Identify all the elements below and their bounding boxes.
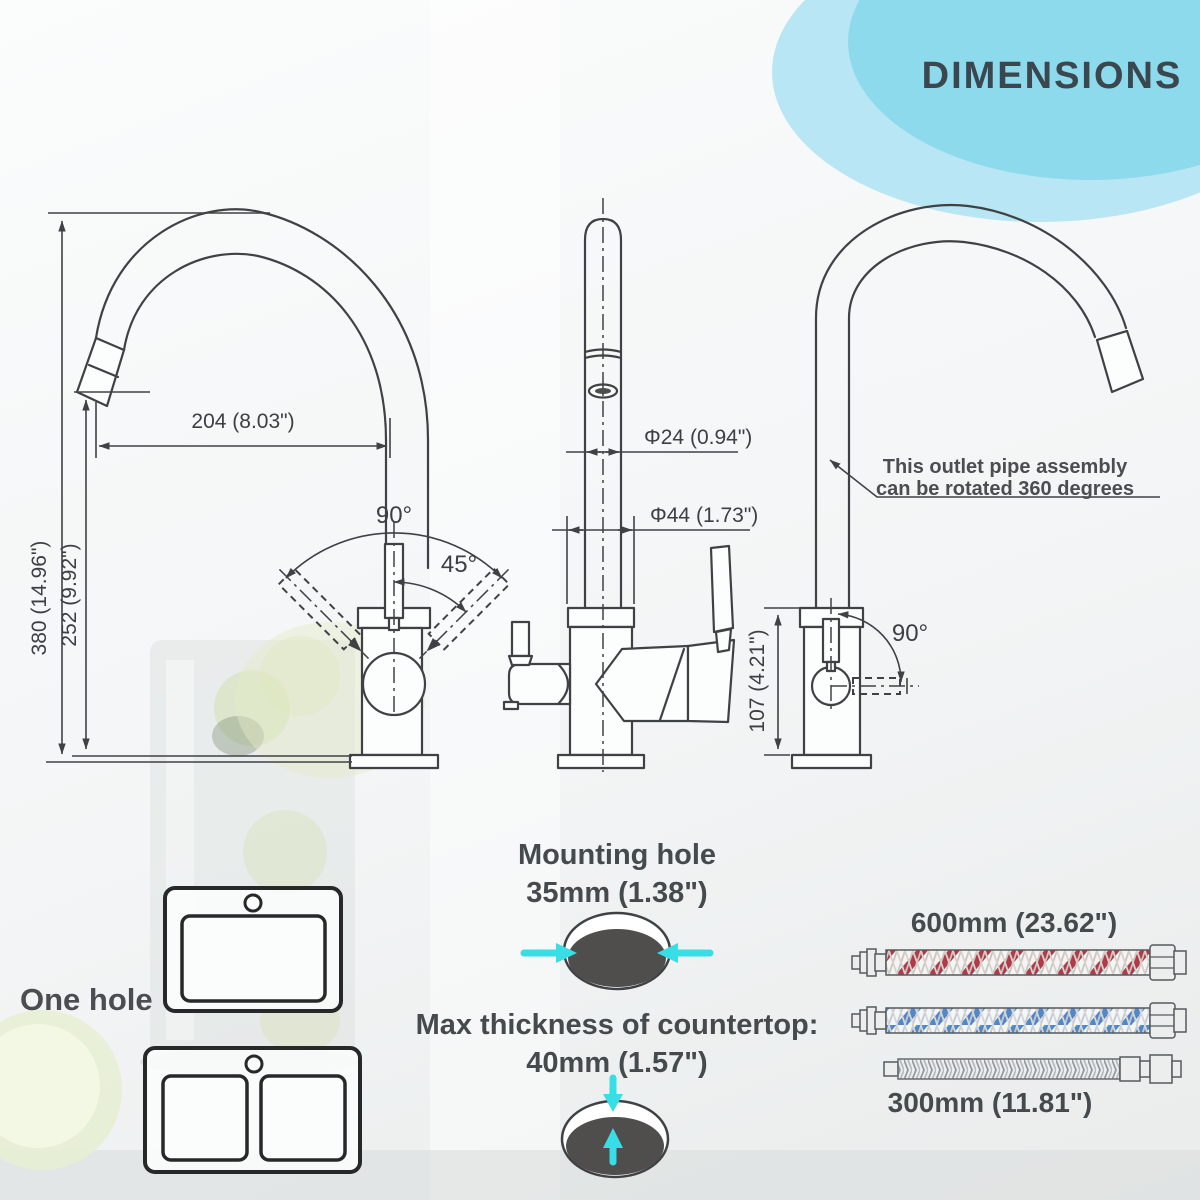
lime-half-flesh [0, 1024, 100, 1148]
sink-bowl-right [259, 1074, 347, 1162]
left-faucet-view: 90° 45° 380 (14.96") 252 (9.92") 204 (8.… [28, 208, 511, 770]
hose-fitting [874, 953, 887, 972]
sink-bowl-left [161, 1074, 249, 1162]
hose-fitting [883, 1061, 899, 1077]
cold-water-hose [851, 1002, 1187, 1039]
spout-tip-joint [1095, 329, 1129, 342]
spout-inner-line [847, 240, 1097, 610]
hose-braid-blue [885, 1007, 1151, 1034]
double-bowl-sink [143, 1046, 362, 1174]
hose-adapter [1139, 1060, 1151, 1078]
spout-inner-line [122, 252, 388, 570]
mounting-info: Mounting hole 35mm (1.38") Max thickness… [416, 839, 819, 1179]
faucet-hole [244, 1054, 264, 1074]
rotation-note-line1: This outlet pipe assembly [883, 456, 1128, 478]
ghost-arrow-left [348, 638, 362, 652]
hose-end [1171, 1060, 1182, 1078]
swing-45-label: 45° [441, 551, 477, 578]
filtered-water-hose [883, 1054, 1182, 1084]
faucet-base [790, 753, 873, 770]
cyan-arrowhead-down [603, 1094, 623, 1112]
spout-diameter-label: Φ24 (0.94") [644, 426, 752, 449]
spout-tip [1095, 329, 1145, 394]
single-bowl-sink [163, 886, 343, 1013]
sink-config-label: One hole [20, 982, 153, 1017]
hose-fitting [874, 1011, 887, 1030]
mint-leaf [212, 716, 264, 756]
spout-outer-line [814, 203, 1128, 610]
spout-reach-label: 204 (8.03") [191, 410, 294, 433]
hot-water-hose [851, 944, 1187, 981]
long-hose-label: 600mm (23.62") [911, 907, 1117, 938]
handle-swing-arc [837, 611, 905, 683]
hose-nut [1149, 1054, 1173, 1084]
swing-arc-45 [393, 578, 467, 613]
aerator-core [595, 388, 611, 394]
mixer-joint-line [658, 647, 686, 722]
neck-band [566, 606, 636, 629]
right-lever [709, 544, 735, 634]
hose-braid-red [885, 949, 1151, 976]
total-height-label: 380 (14.96") [28, 541, 51, 656]
left-lever-base [507, 654, 534, 667]
sink-configs: One hole [20, 886, 362, 1174]
swing-90-label: 90° [376, 502, 412, 529]
hose-end [1173, 950, 1187, 975]
ghost-arrow-right [426, 638, 440, 652]
lime-slice [243, 810, 327, 894]
handle-swing-ghosts [277, 567, 511, 660]
ghost-centerline-right [418, 568, 510, 660]
right-lever-base [686, 638, 736, 724]
faucet-hole [243, 893, 263, 913]
right-faucet-view: 90° 107 (4.21") This outlet pipe assembl… [746, 203, 1160, 770]
countertop-size: 40mm (1.57") [526, 1047, 707, 1079]
hose-end [1173, 1008, 1187, 1033]
cyan-arrowhead-up [603, 1128, 623, 1148]
left-lever [510, 620, 531, 658]
short-hose-label: 300mm (11.81") [888, 1087, 1093, 1118]
rotation-note-line2: can be rotated 360 degrees [876, 478, 1134, 500]
mounting-hole-size: 35mm (1.38") [526, 877, 707, 909]
lime-slice [260, 636, 340, 716]
body-diameter-label: Φ44 (1.73") [650, 504, 758, 527]
spout-tip [75, 336, 126, 408]
note-leader-line [829, 459, 1160, 498]
handle-swing-label: 90° [892, 620, 928, 647]
body-height-label: 107 (4.21") [746, 629, 769, 732]
supply-hoses: 600mm (23.62") [851, 907, 1187, 1118]
mounting-hole-label: Mounting hole [518, 839, 716, 871]
header: DIMENSIONS [772, 0, 1200, 222]
hose-nut [1149, 1002, 1176, 1039]
blob-front [848, 0, 1200, 180]
ghost-centerline-left [278, 568, 370, 660]
right-lever-collar [714, 627, 733, 654]
left-valve-box [507, 662, 572, 706]
center-faucet-view: Φ24 (0.94") Φ44 (1.73") [502, 198, 758, 772]
swing-arc-90 [285, 532, 503, 579]
faucet-base [348, 753, 440, 770]
spout-height-label: 252 (9.92") [58, 543, 81, 646]
sink-bowl [180, 914, 327, 1003]
hose-braid-gray [897, 1058, 1121, 1080]
cyan-arrowhead-left [556, 943, 577, 963]
left-spout-nub [502, 700, 520, 711]
countertop-label: Max thickness of countertop: [416, 1009, 819, 1041]
mounting-hole-fill [568, 929, 666, 987]
lime-slice [214, 670, 290, 746]
hose-nut [1119, 1056, 1141, 1082]
hose-nut [1149, 944, 1176, 981]
page-title: DIMENSIONS [922, 55, 1183, 97]
left-valve-cap [556, 662, 570, 706]
spout-tip-joint [87, 363, 120, 379]
cyan-arrowhead-right [657, 943, 678, 963]
center-base [556, 753, 646, 770]
